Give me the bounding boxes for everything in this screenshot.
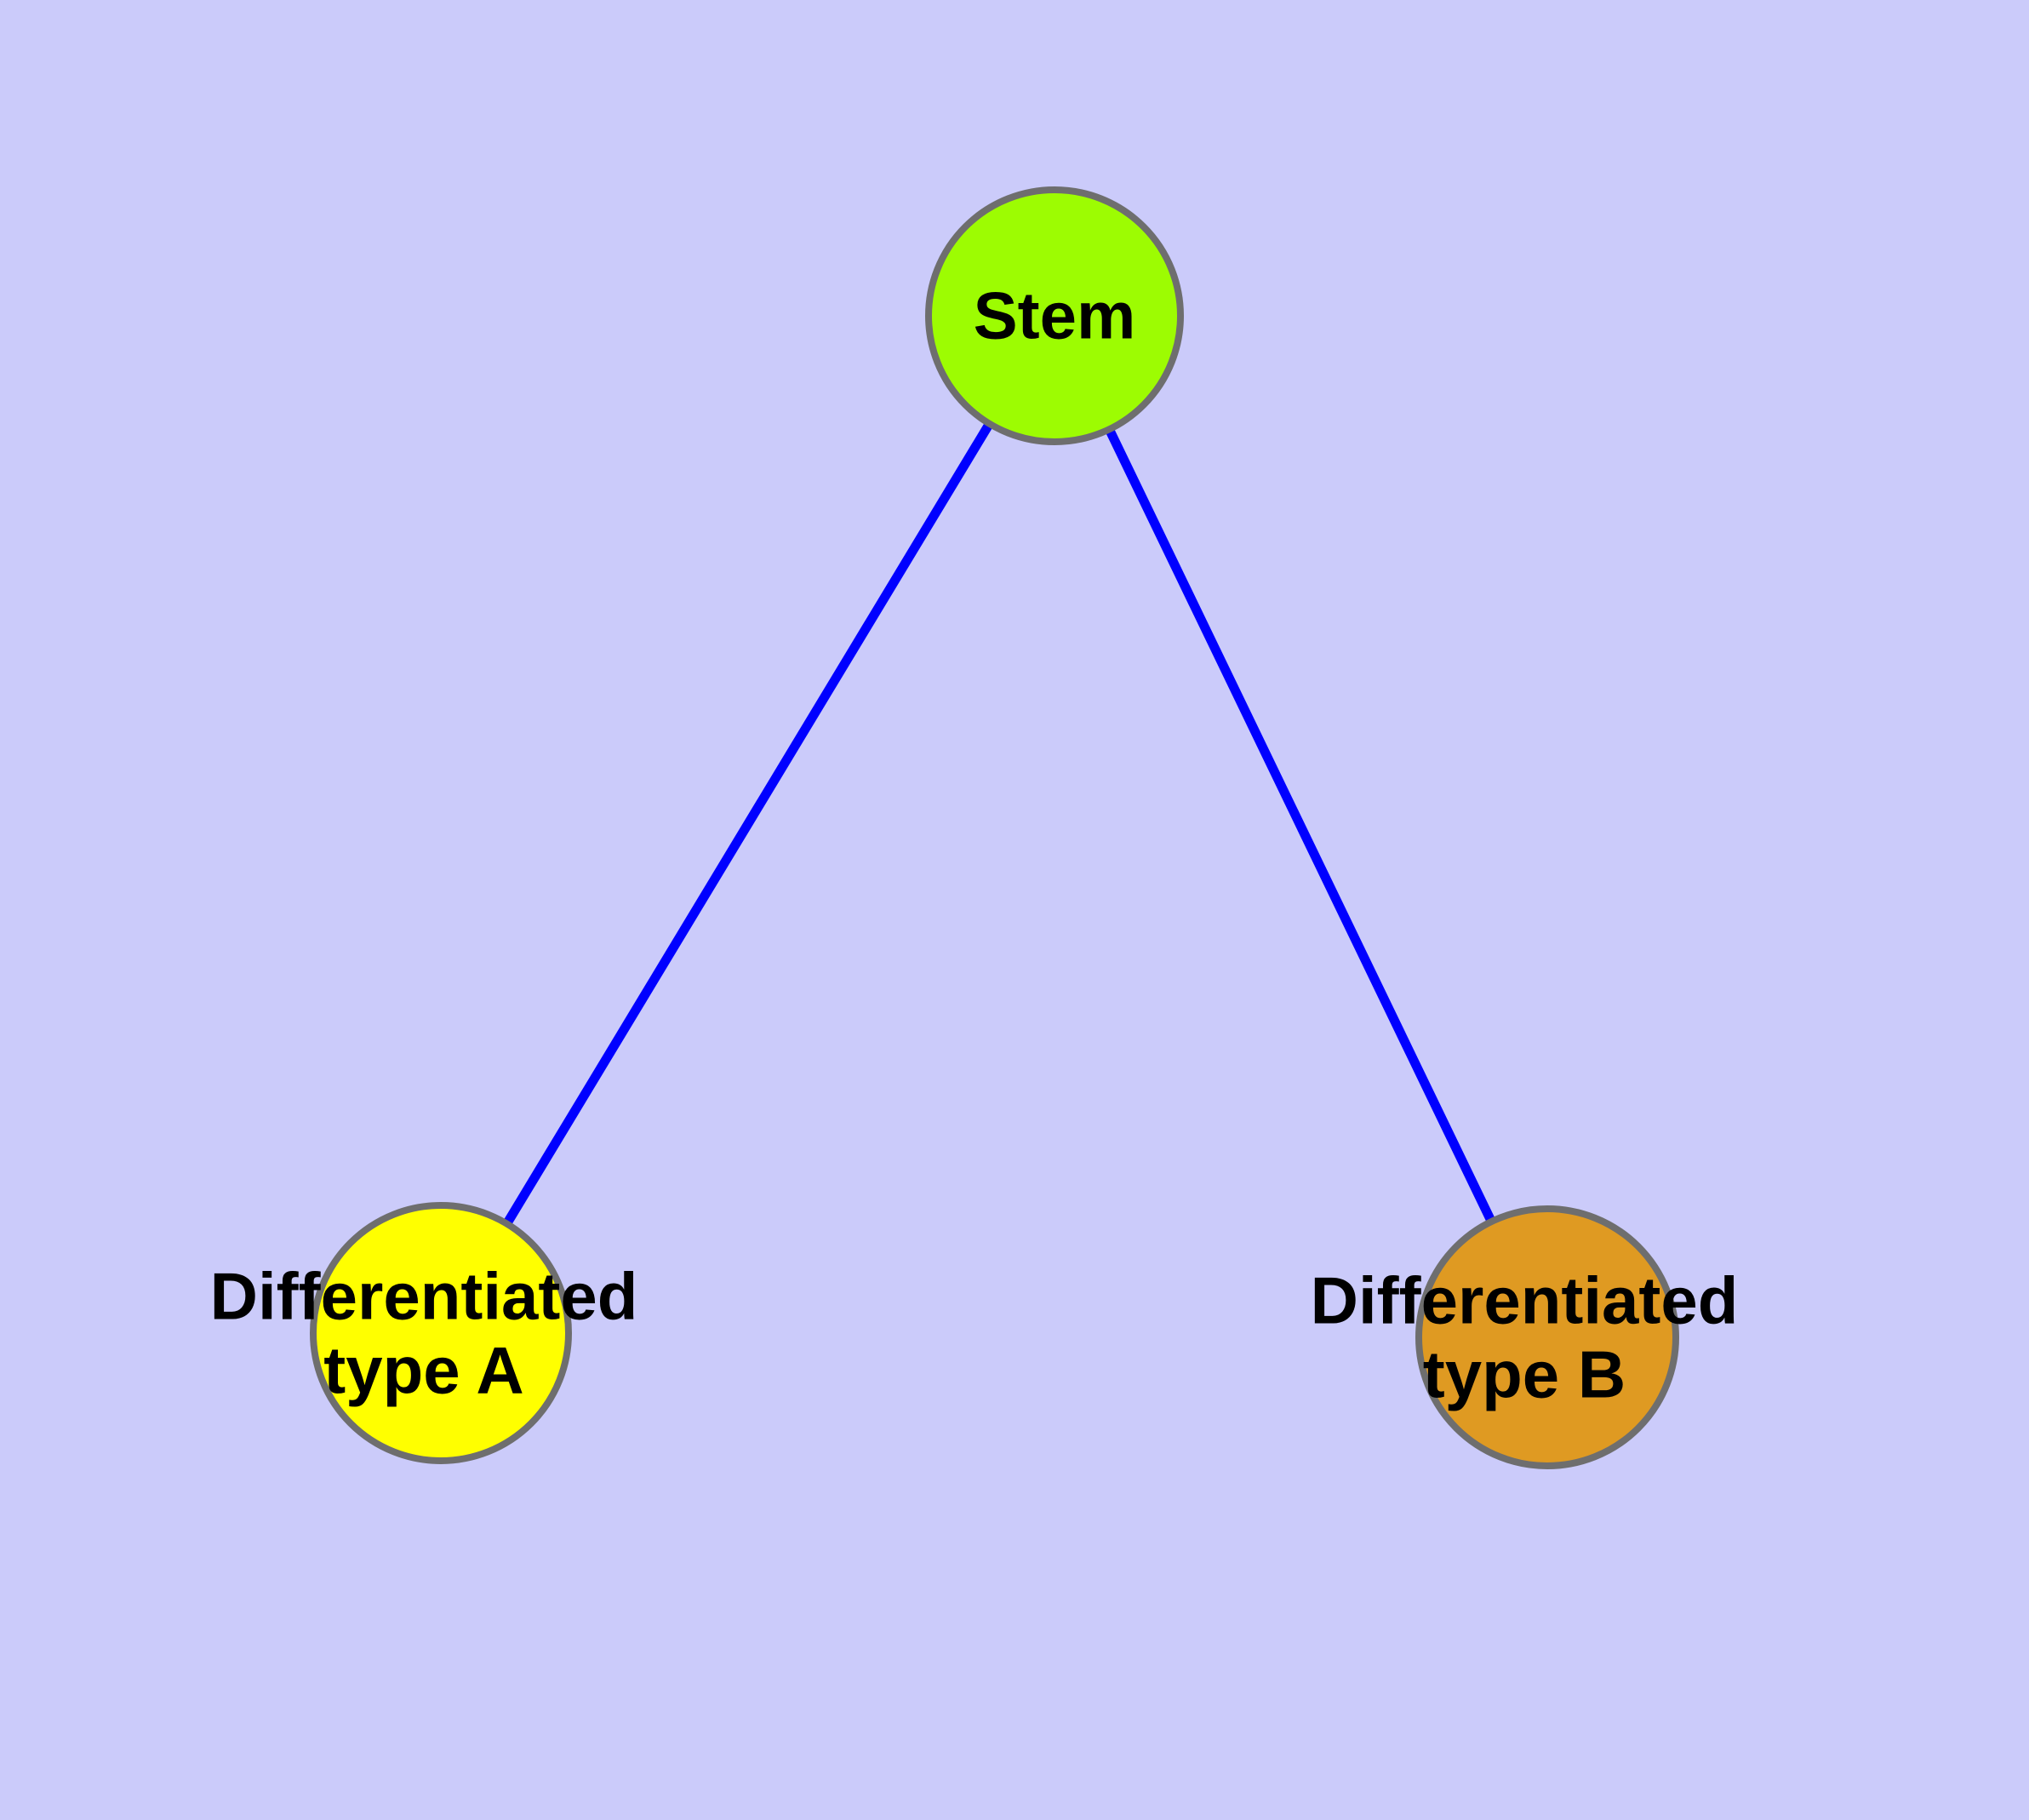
node-layer [310,186,1679,1469]
edge-stem-to-diff-a[interactable] [437,313,1059,1336]
node-stem-circle[interactable] [925,186,1184,445]
edge-layer [437,313,1552,1340]
node-diff-a-circle[interactable] [310,1202,572,1464]
edge-stem-to-diff-b[interactable] [1050,313,1552,1340]
node-diff-b-circle[interactable] [1415,1205,1679,1469]
